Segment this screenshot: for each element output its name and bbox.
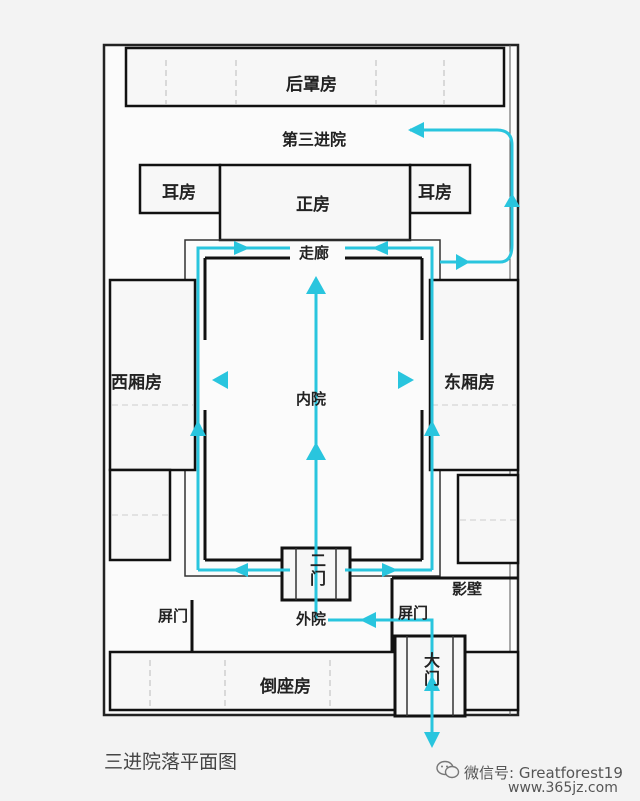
- path-arrows: [190, 122, 520, 748]
- daozuofang-room: [108, 650, 397, 712]
- label-houzhaofang: 后罩房: [286, 75, 337, 95]
- label-disanjinyuan: 第三进院: [282, 130, 347, 149]
- label-damen: 大门: [421, 652, 440, 688]
- label-yingbi: 影壁: [452, 580, 483, 598]
- label-erfang-right: 耳房: [418, 183, 452, 203]
- east-small-room: [456, 473, 520, 565]
- label-erfang-left: 耳房: [162, 183, 196, 203]
- label-ermen: 二门: [307, 552, 326, 588]
- east-front-room: [463, 650, 520, 712]
- erfang-right-room: [408, 163, 472, 215]
- wechat-watermark: 微信号: Greatforest19: [464, 764, 623, 782]
- label-xixiangfang: 西厢房: [111, 373, 162, 393]
- houzhaofang-room: [124, 46, 506, 108]
- label-waiyuan: 外院: [296, 610, 327, 628]
- label-zoulang: 走廊: [299, 244, 330, 262]
- zhengfang-room: [218, 163, 412, 242]
- diagram-caption: 三进院落平面图: [104, 751, 238, 773]
- xixiangfang-room: [108, 278, 197, 472]
- wechat-icon: [436, 760, 460, 779]
- label-zhengfang: 正房: [296, 195, 330, 215]
- label-daozuofang: 倒座房: [260, 677, 311, 697]
- west-small-room: [108, 468, 172, 562]
- dongxiangfang-room: [428, 278, 520, 472]
- erfang-left-room: [138, 163, 222, 215]
- label-dongxiangfang: 东厢房: [444, 373, 495, 393]
- label-pingmen-left: 屏门: [158, 607, 189, 625]
- label-pingmen-right: 屏门: [398, 604, 429, 622]
- site-watermark: www.365jz.com: [508, 780, 618, 796]
- label-neiyuan: 内院: [296, 390, 327, 408]
